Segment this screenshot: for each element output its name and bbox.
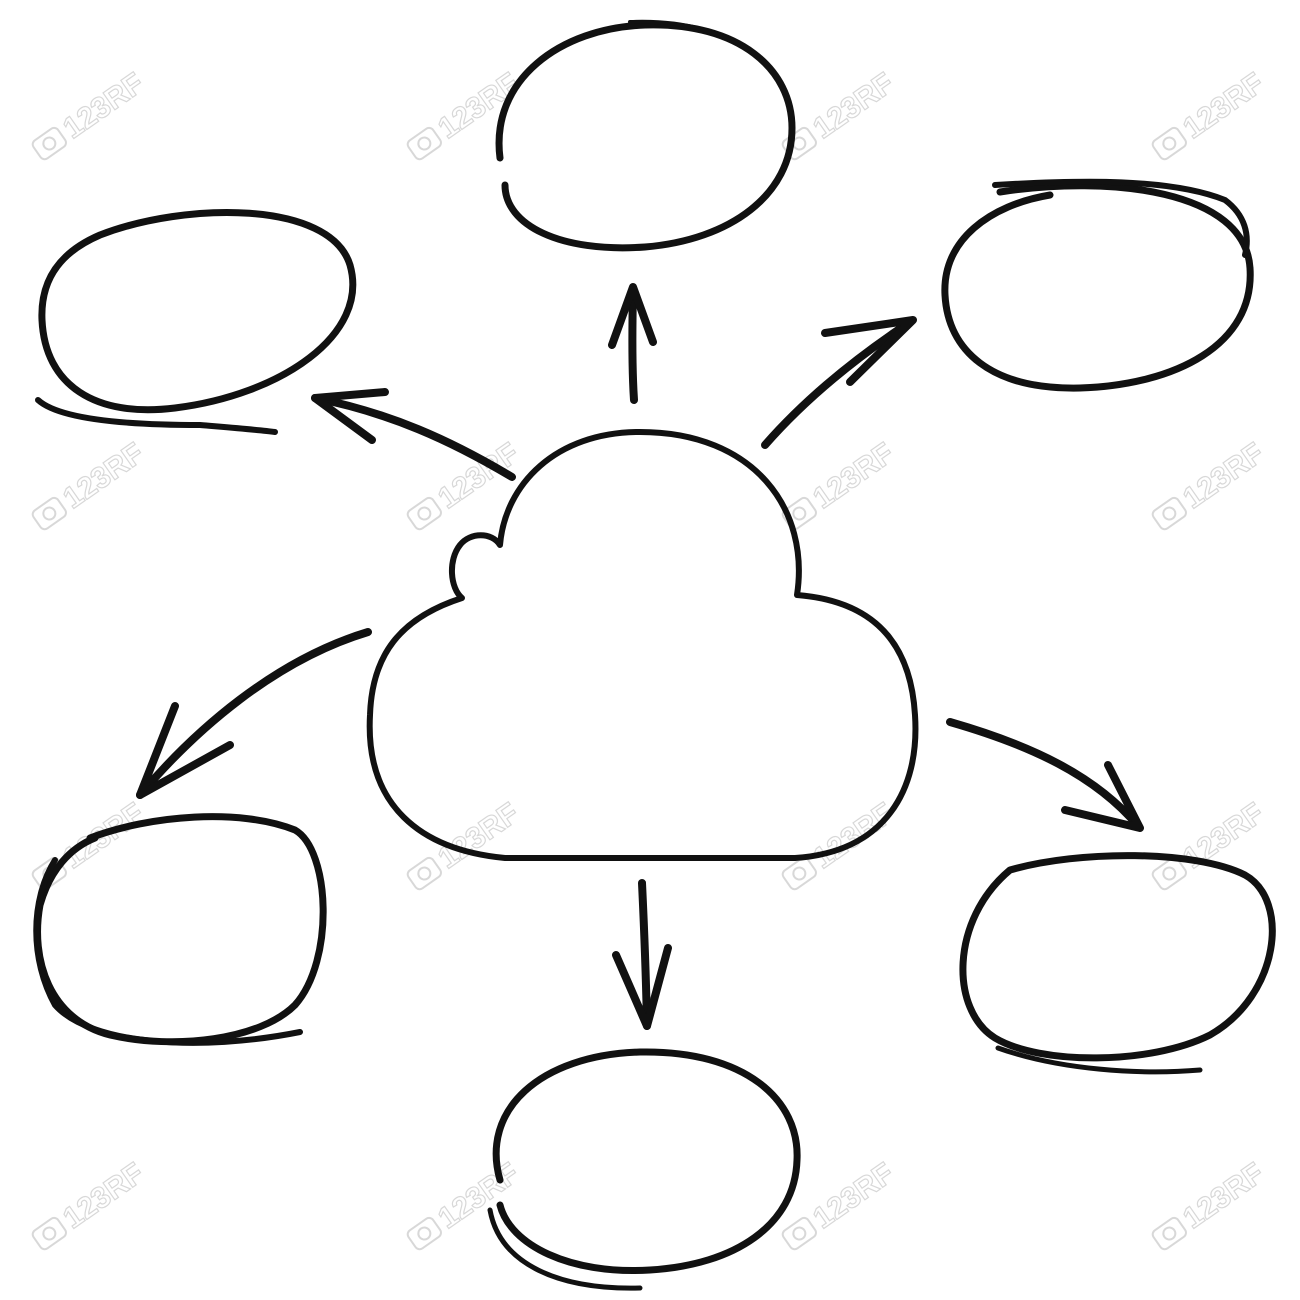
svg-text:123RF: 123RF xyxy=(807,67,900,146)
cloud-hub xyxy=(366,429,919,861)
watermark-mark: 123RF xyxy=(781,66,901,161)
watermark-mark: 123RF xyxy=(406,1156,526,1251)
svg-text:123RF: 123RF xyxy=(1177,67,1270,146)
watermark-mark: 123RF xyxy=(1151,1156,1271,1251)
svg-text:123RF: 123RF xyxy=(57,1157,150,1236)
nodes-layer xyxy=(33,19,1276,1291)
arrow-to-top xyxy=(608,283,657,404)
edges-layer xyxy=(136,283,1144,1030)
watermark-mark: 123RF xyxy=(406,796,526,891)
arrow-to-lower-right xyxy=(946,718,1144,832)
svg-text:123RF: 123RF xyxy=(57,67,150,146)
node-upper-left xyxy=(35,209,357,435)
watermark-mark: 123RF xyxy=(1151,436,1271,531)
watermark-mark: 123RF xyxy=(406,66,526,161)
arrow-to-bottom xyxy=(612,879,672,1030)
svg-text:123RF: 123RF xyxy=(57,437,150,516)
svg-text:123RF: 123RF xyxy=(1177,437,1270,516)
svg-text:123RF: 123RF xyxy=(807,797,900,876)
arrow-to-lower-left xyxy=(136,628,372,799)
arrow-to-upper-right xyxy=(761,316,917,449)
arrow-to-upper-left xyxy=(311,388,516,481)
node-lower-right xyxy=(959,852,1276,1075)
watermark-mark: 123RF xyxy=(31,66,151,161)
svg-text:123RF: 123RF xyxy=(432,797,525,876)
watermark-mark: 123RF xyxy=(31,1156,151,1251)
watermark-mark: 123RF xyxy=(781,436,901,531)
node-upper-right xyxy=(941,178,1254,392)
watermark-mark: 123RF xyxy=(31,436,151,531)
svg-text:123RF: 123RF xyxy=(1177,1157,1270,1236)
svg-text:123RF: 123RF xyxy=(807,437,900,516)
node-top xyxy=(495,19,796,252)
node-bottom xyxy=(487,1048,801,1291)
svg-text:123RF: 123RF xyxy=(807,1157,900,1236)
watermark-mark: 123RF xyxy=(1151,66,1271,161)
node-lower-left xyxy=(33,813,327,1046)
svg-text:123RF: 123RF xyxy=(432,67,525,146)
